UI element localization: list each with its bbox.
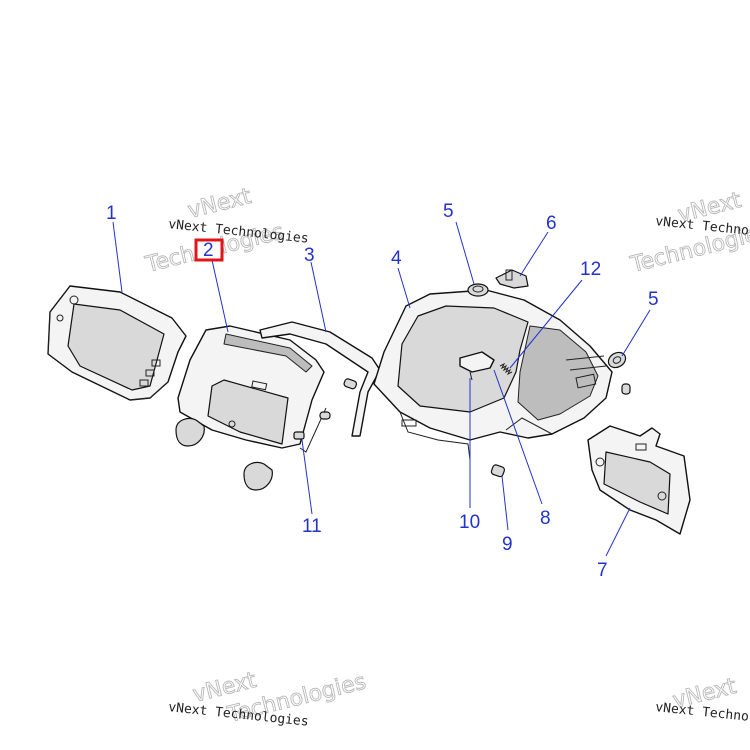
watermark-company: vNext Technologies xyxy=(655,700,750,730)
part-grommet-b[interactable] xyxy=(606,349,629,370)
leader-lines xyxy=(112,221,651,557)
callout-8[interactable]: 8 xyxy=(540,508,551,529)
callout-12[interactable]: 12 xyxy=(580,259,601,280)
part-nut[interactable] xyxy=(293,431,305,440)
part-frame-brace[interactable] xyxy=(259,321,381,453)
callout-7[interactable]: 7 xyxy=(597,560,608,581)
part-clip[interactable] xyxy=(495,269,529,289)
callout-2[interactable]: 2 xyxy=(203,240,214,261)
part-plug[interactable] xyxy=(490,464,506,478)
callout-1[interactable]: 1 xyxy=(106,203,117,224)
callout-11[interactable]: 11 xyxy=(302,516,322,537)
watermark-top-right: vNext Technologies vNext Technologies xyxy=(627,187,750,278)
part-small-grommet xyxy=(621,383,631,395)
callout-5-top[interactable]: 5 xyxy=(443,201,454,222)
part-bezel[interactable] xyxy=(175,325,325,491)
part-main-housing[interactable] xyxy=(373,289,613,461)
callout-5-right[interactable]: 5 xyxy=(648,289,659,310)
callout-4[interactable]: 4 xyxy=(391,248,402,269)
part-display-screen[interactable] xyxy=(47,285,187,401)
callout-2-highlight-box xyxy=(194,238,224,262)
watermark-bottom-right: vNext vNext Technologies xyxy=(655,673,750,730)
callout-6[interactable]: 6 xyxy=(546,213,557,234)
callout-9[interactable]: 9 xyxy=(502,534,513,555)
callout-10[interactable]: 10 xyxy=(459,512,480,533)
callout-numbers: 1 2 3 4 5 6 12 5 11 10 8 9 7 xyxy=(106,201,659,581)
watermark-bottom-left: vNext Technologies vNext Technologies xyxy=(168,667,369,729)
part-grommet-a[interactable] xyxy=(467,283,489,297)
part-cover-plate[interactable] xyxy=(587,425,691,535)
part-spring[interactable] xyxy=(499,362,513,376)
watermark-top-left: vNext Technologies vNext Technologies xyxy=(142,183,309,278)
part-latch[interactable] xyxy=(459,351,495,373)
watermark-brand-line1: vNext xyxy=(185,184,254,224)
callout-3[interactable]: 3 xyxy=(304,245,315,266)
part-pin[interactable] xyxy=(469,371,473,381)
